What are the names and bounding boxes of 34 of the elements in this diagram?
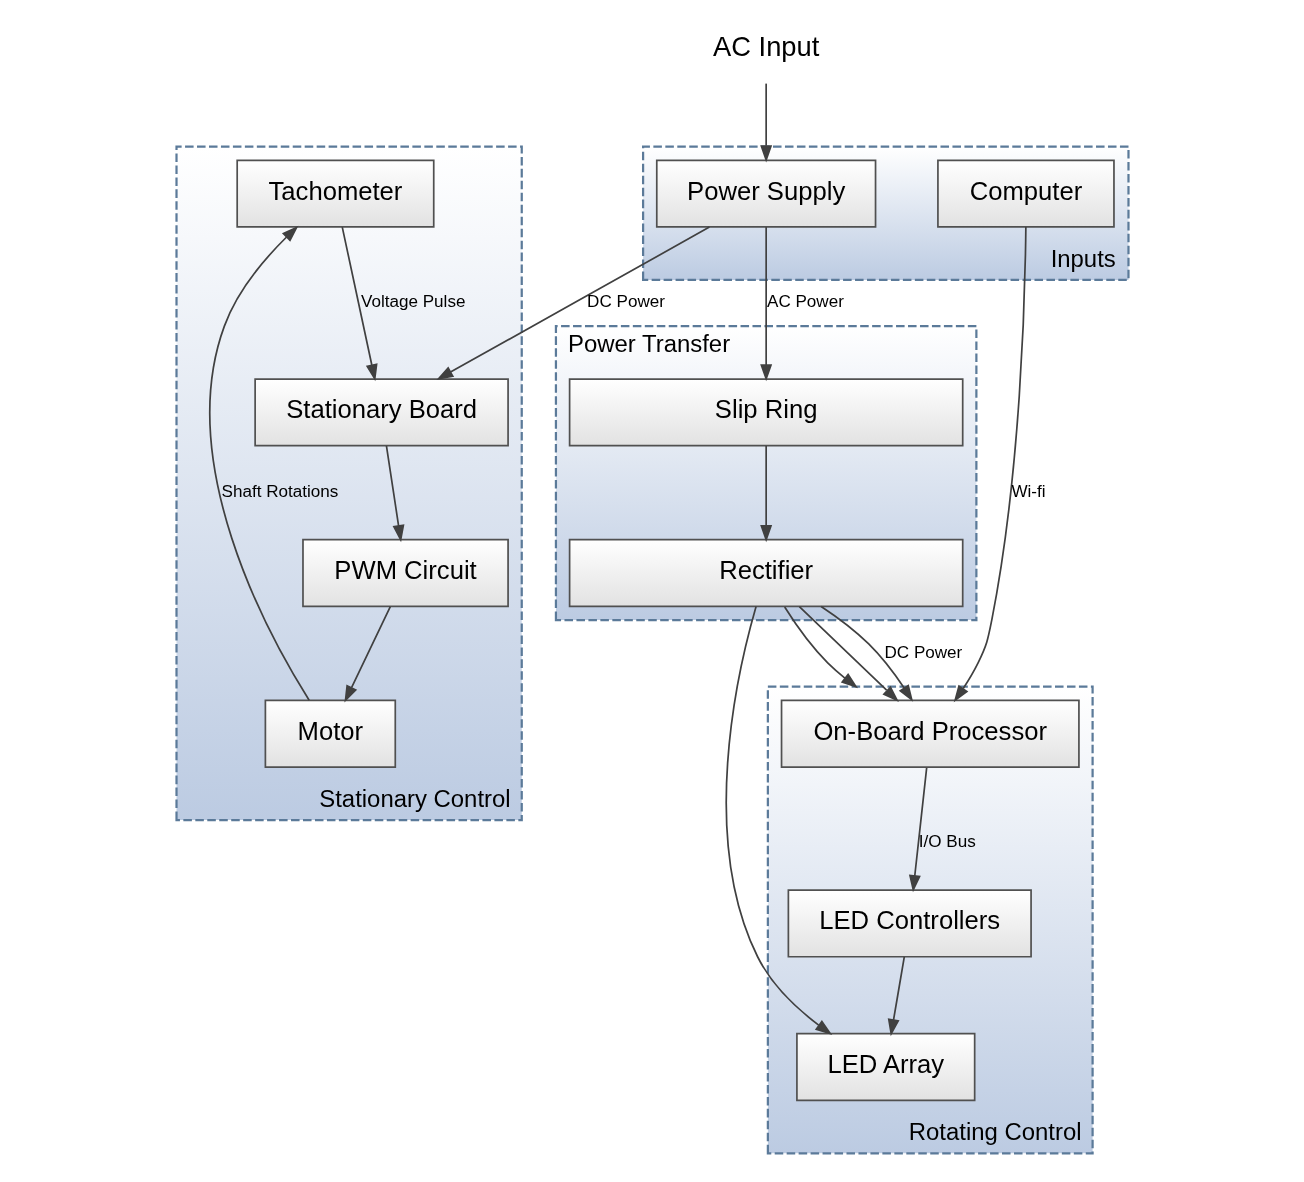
arrow bbox=[819, 605, 913, 702]
node-box: LED Controllers bbox=[787, 889, 1032, 958]
arrow bbox=[340, 226, 378, 382]
arrow bbox=[343, 605, 391, 703]
edge-label: I/O Bus bbox=[918, 832, 976, 852]
node-box: PWM Circuit bbox=[301, 538, 509, 608]
arrow bbox=[887, 956, 905, 1037]
arrow bbox=[385, 445, 404, 543]
node-box: On-Board Processor bbox=[780, 699, 1080, 768]
node-box: Power Supply bbox=[655, 159, 876, 228]
arrow bbox=[783, 606, 858, 689]
node-box: Slip Ring bbox=[568, 378, 964, 447]
node-text: AC Input bbox=[712, 30, 819, 62]
arrow bbox=[908, 767, 927, 893]
node-box: Computer bbox=[936, 159, 1115, 228]
arrow bbox=[953, 226, 1027, 703]
arrow bbox=[798, 605, 899, 703]
arrow bbox=[435, 226, 710, 381]
node-box: LED Array bbox=[795, 1032, 976, 1102]
arrow bbox=[759, 445, 772, 543]
arrow bbox=[208, 225, 310, 702]
edge-label: DC Power bbox=[883, 642, 962, 662]
edge-label: AC Power bbox=[766, 292, 844, 312]
edge-label: Shaft Rotations bbox=[221, 482, 338, 501]
edge-label: Wi-fi bbox=[1010, 482, 1046, 501]
node-box: Rectifier bbox=[568, 538, 964, 608]
arrow bbox=[759, 226, 772, 382]
edge-label: DC Power bbox=[586, 292, 665, 312]
node-box: Tachometer bbox=[235, 159, 435, 228]
node-box: Motor bbox=[264, 699, 396, 768]
arrow bbox=[724, 605, 832, 1035]
edge-label: Voltage Pulse bbox=[360, 292, 465, 312]
arrow bbox=[759, 82, 772, 163]
node-box: Stationary Board bbox=[253, 378, 509, 447]
